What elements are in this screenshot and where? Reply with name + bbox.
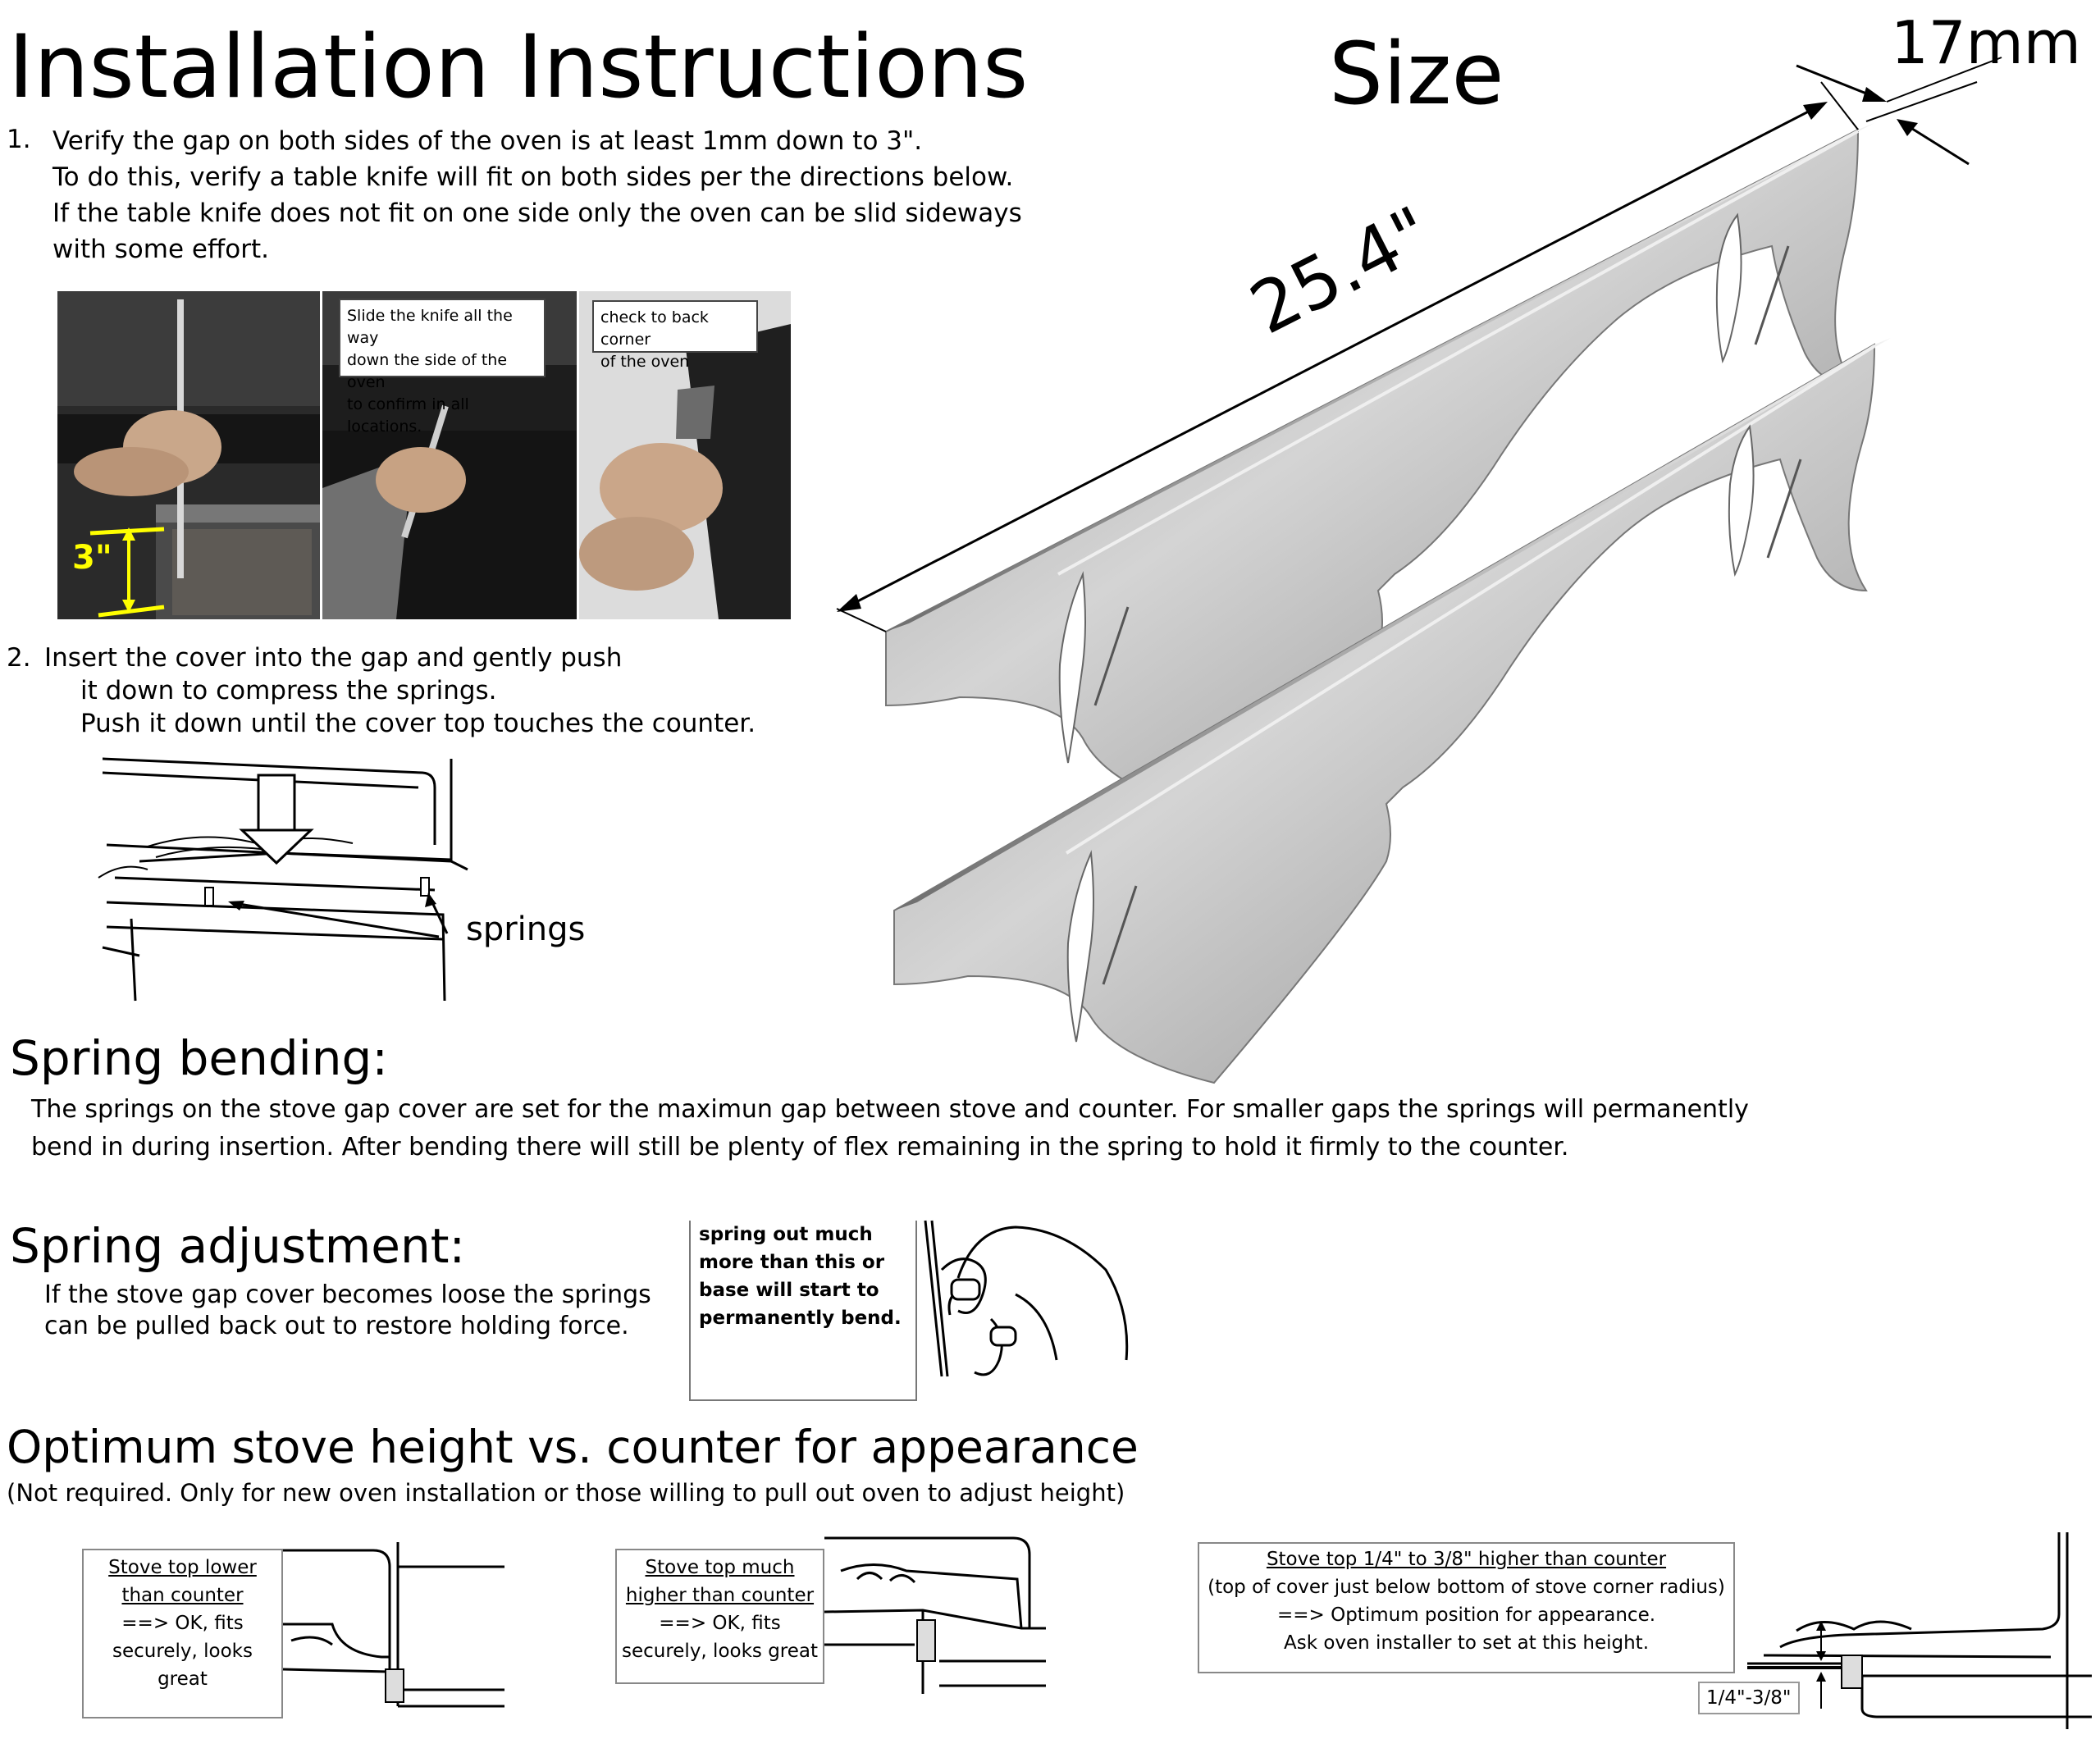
case2-diagram <box>824 1536 1046 1694</box>
caption-b-line: check to back corner <box>600 308 709 349</box>
case3-body-line: (top of cover just below bottom of stove… <box>1208 1577 1725 1598</box>
spring-warning-note: spring out much more than this or base w… <box>689 1221 917 1401</box>
insertion-diagram <box>98 757 468 1002</box>
case3-body-line: ==> Optimum position for appearance. <box>1276 1604 1656 1626</box>
case2-title-line: Stove top much <box>645 1557 795 1578</box>
caption-a-line: Slide the knife all the way <box>347 307 513 347</box>
spring-bending-line: bend in during insertion. After bending … <box>31 1133 1569 1162</box>
step1-line: with some effort. <box>52 235 270 264</box>
length-dimension-line <box>842 103 1822 610</box>
case2-body-line: ==> OK, fits <box>659 1613 781 1634</box>
case2-body-line: securely, looks great <box>621 1641 819 1662</box>
spring-note-line: base will start to <box>699 1280 879 1301</box>
hand-pulling-spring-drawing <box>924 1220 1129 1377</box>
case2-title-line: higher than counter <box>625 1585 815 1606</box>
knife-photo-1-drawing <box>57 291 320 619</box>
size-heading: Size <box>1329 24 1504 124</box>
width-arrow-right <box>1902 121 1970 166</box>
case1-title-line: Stove top lower <box>108 1557 257 1578</box>
case3-measure-label: 1/4"-3/8" <box>1698 1682 1800 1714</box>
caption-a-line: down the side of the oven <box>347 351 508 391</box>
optimum-heading: Optimum stove height vs. counter for app… <box>7 1421 1139 1473</box>
springs-label: springs <box>466 911 586 948</box>
case3-note: Stove top 1/4" to 3/8" higher than count… <box>1198 1542 1735 1673</box>
spring-adjustment-line: If the stove gap cover becomes loose the… <box>44 1280 651 1309</box>
step2-line: Push it down until the cover top touches… <box>80 709 756 738</box>
spring-note-line: spring out much <box>699 1224 873 1245</box>
spring-adjustment-line: can be pulled back out to restore holdin… <box>44 1312 629 1340</box>
width-dimension-label: 17mm <box>1891 8 2081 77</box>
caption-a-line: to confirm in all locations. <box>347 395 469 436</box>
spring-bending-line: The springs on the stove gap cover are s… <box>31 1095 1749 1124</box>
step2-number: 2. <box>7 643 31 673</box>
step1-text: Verify the gap on both sides of the oven… <box>52 123 1022 267</box>
step1-line: Verify the gap on both sides of the oven… <box>52 126 923 156</box>
case1-title-line: than counter <box>121 1585 244 1606</box>
step2-line: it down to compress the springs. <box>80 676 497 705</box>
case1-diagram <box>282 1542 504 1708</box>
case3-diagram <box>1747 1532 2092 1729</box>
spring-note-line: more than this or <box>699 1252 885 1273</box>
spring-bending-heading: Spring bending: <box>10 1030 388 1086</box>
case1-body-line: great <box>158 1668 208 1690</box>
three-inch-label: 3" <box>72 539 112 577</box>
spring-adjustment-heading: Spring adjustment: <box>10 1218 466 1274</box>
step1-line: To do this, verify a table knife will fi… <box>52 162 1014 192</box>
spring-note-line: permanently bend. <box>699 1308 902 1329</box>
knife-caption-a: Slide the knife all the way down the sid… <box>339 299 546 436</box>
optimum-subheading: (Not required. Only for new oven install… <box>7 1479 1125 1507</box>
step1-line: If the table knife does not fit on one s… <box>52 199 1022 228</box>
knife-caption-b: check to back corner of the oven <box>592 300 758 371</box>
case3-title-line: Stove top 1/4" to 3/8" higher than count… <box>1266 1549 1667 1570</box>
step1-number: 1. <box>7 125 31 154</box>
case1-body-line: ==> OK, fits <box>121 1613 244 1634</box>
gap-cover-bottom <box>893 338 1891 1084</box>
knife-photo-1: 3" <box>57 291 320 619</box>
case1-note: Stove top lower than counter ==> OK, fit… <box>82 1549 283 1718</box>
gap-cover-illustration <box>836 57 2002 1084</box>
case3-body-line: Ask oven installer to set at this height… <box>1283 1632 1650 1654</box>
case2-note: Stove top much higher than counter ==> O… <box>615 1549 824 1684</box>
case1-body-line: securely, looks <box>112 1641 253 1662</box>
step2-line: Insert the cover into the gap and gently… <box>44 643 623 673</box>
caption-b-line: of the oven <box>600 353 690 371</box>
page-title: Installation Instructions <box>8 16 1029 117</box>
knife-photo-2-drawing <box>322 365 577 619</box>
